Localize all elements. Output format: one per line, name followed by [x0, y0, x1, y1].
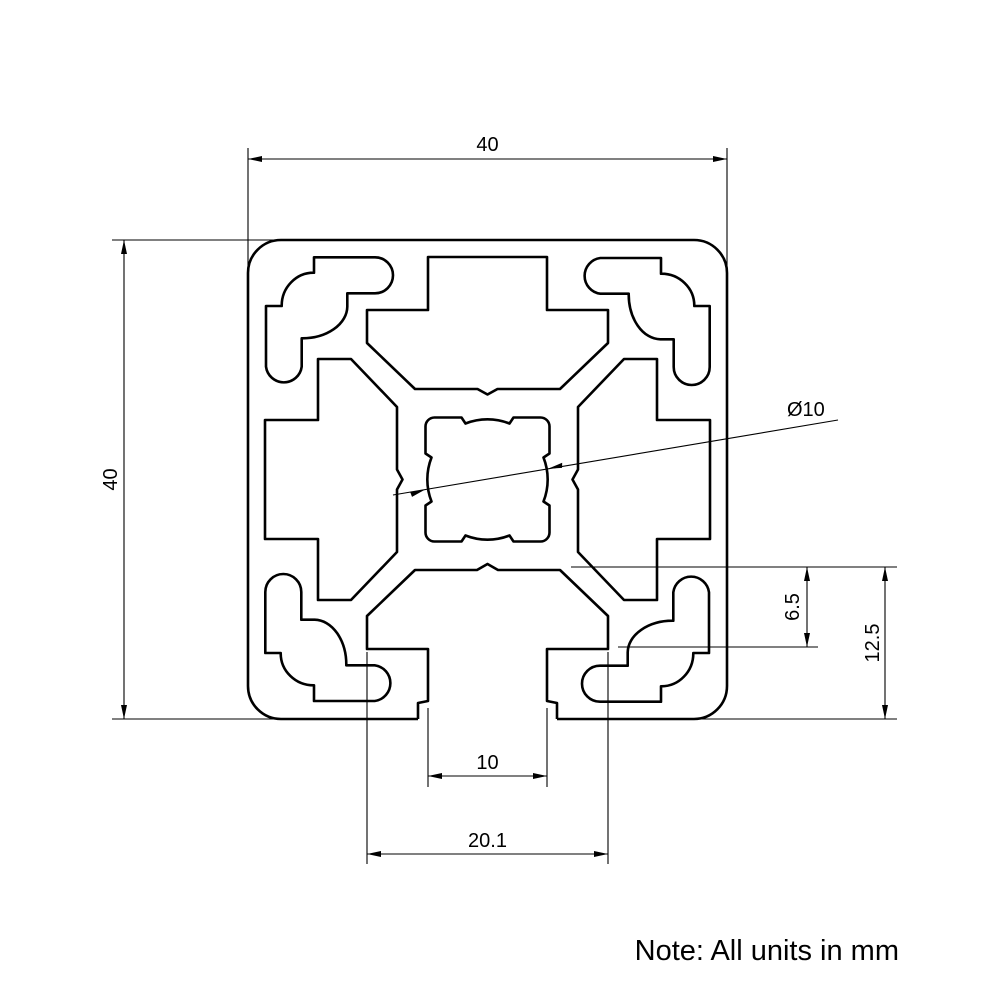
center-bore	[424, 416, 551, 543]
bottom-t-slot	[365, 562, 610, 719]
outer-contour	[246, 238, 729, 721]
dimension-overall-height: 40	[100, 239, 282, 720]
extrusion-profile	[246, 238, 729, 721]
dimension-slot-depth: 6.5 12.5	[571, 566, 897, 720]
dimension-slot-opening: 10	[427, 708, 548, 787]
left-t-slot	[263, 357, 404, 602]
dimension-label: 12.5	[862, 624, 884, 663]
dimension-center-bore: Ø10	[392, 399, 839, 497]
dimension-label: 40	[476, 134, 498, 156]
dimension-label: 10	[476, 752, 498, 774]
corner-cavity-bottom-left	[263, 572, 392, 703]
corner-cavity-bottom-right	[580, 575, 711, 704]
dimension-label: Ø10	[787, 399, 825, 421]
dimension-label: 20.1	[468, 830, 507, 852]
dimension-overall-width: 40	[247, 134, 728, 268]
dimension-label: 6.5	[782, 593, 804, 621]
dimension-slot-inner-width: 20.1	[366, 652, 609, 864]
dimension-label: 40	[100, 468, 122, 490]
corner-cavity-top-left	[264, 255, 395, 384]
corner-cavity-top-right	[583, 256, 712, 387]
top-t-slot	[365, 255, 610, 396]
units-note: Note: All units in mm	[635, 935, 899, 967]
right-t-slot	[571, 357, 712, 602]
